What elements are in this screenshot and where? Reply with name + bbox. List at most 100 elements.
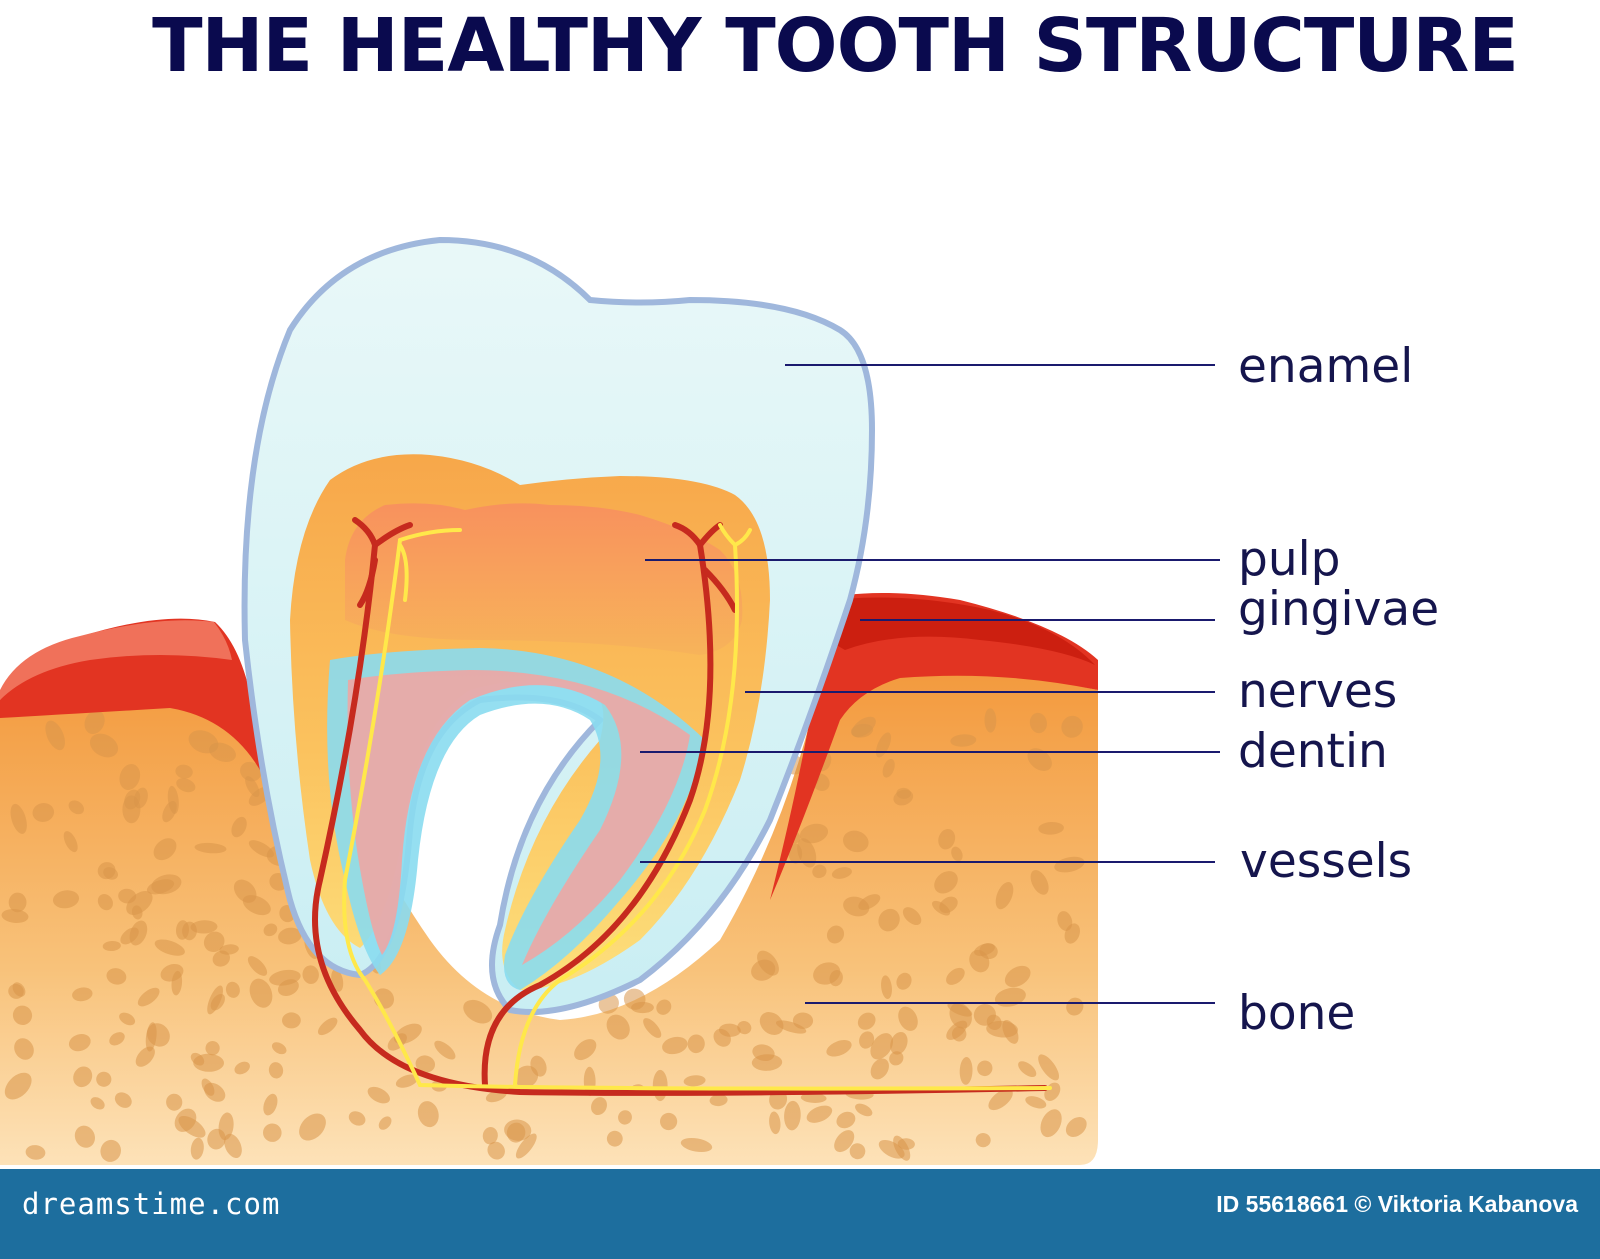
diagram-title: THE HEALTHY TOOTH STRUCTURE bbox=[152, 3, 1519, 89]
bone-pore bbox=[826, 1040, 852, 1057]
bone-pore bbox=[890, 1031, 908, 1055]
bone-pore bbox=[167, 785, 179, 814]
bone-pore bbox=[263, 1123, 282, 1142]
bone-pore bbox=[126, 891, 153, 915]
bone-pore bbox=[205, 1041, 220, 1056]
bone-pore bbox=[434, 1040, 456, 1060]
label-enamel: enamel bbox=[1238, 339, 1414, 394]
bone-pore bbox=[1029, 712, 1047, 734]
bone-pore bbox=[950, 734, 977, 747]
bone-pore bbox=[12, 982, 26, 997]
bone-pore bbox=[154, 939, 185, 956]
bone-pore bbox=[759, 1012, 784, 1035]
bone-pore bbox=[986, 1020, 1018, 1038]
bone-pore bbox=[870, 1033, 894, 1060]
bone-pore bbox=[90, 1097, 105, 1110]
bone-pore bbox=[1054, 856, 1085, 873]
bone-pore bbox=[530, 1055, 547, 1077]
bone-pore bbox=[515, 1133, 537, 1159]
bone-pore bbox=[68, 1033, 91, 1052]
bone-pore bbox=[659, 1112, 678, 1131]
bone-pore bbox=[806, 1105, 833, 1123]
bone-pore bbox=[463, 999, 493, 1024]
bone-pore bbox=[709, 1094, 728, 1107]
bone-pore bbox=[1027, 748, 1052, 771]
bone-pore bbox=[855, 1103, 873, 1117]
bone-pore bbox=[146, 1023, 170, 1047]
bone-pore bbox=[687, 1034, 705, 1054]
bone-pore bbox=[1, 909, 29, 923]
bone-pore bbox=[194, 842, 227, 854]
bone-pore bbox=[97, 862, 116, 880]
bone-pore bbox=[662, 1036, 688, 1055]
bone-pore bbox=[799, 823, 829, 844]
bone-pore bbox=[932, 900, 951, 916]
bone-pore bbox=[240, 761, 262, 782]
bone-pore bbox=[204, 1082, 226, 1102]
bone-pore bbox=[514, 1065, 539, 1088]
bone-pore bbox=[836, 1111, 856, 1129]
bone-pore bbox=[1064, 923, 1081, 944]
bone-pore bbox=[245, 776, 260, 798]
bone-pore bbox=[299, 1113, 326, 1141]
bone-pore bbox=[881, 975, 892, 1000]
bone-pore bbox=[25, 1145, 46, 1160]
bone-pore bbox=[792, 1012, 814, 1029]
bone-pore bbox=[109, 1032, 125, 1046]
bone-pore bbox=[870, 1058, 889, 1080]
bone-pore bbox=[623, 988, 646, 1010]
bone-pore bbox=[89, 733, 119, 758]
bone-pore bbox=[851, 716, 876, 738]
bone-pore bbox=[263, 1093, 278, 1116]
bone-pore bbox=[171, 970, 183, 996]
bone-pore bbox=[331, 969, 344, 992]
bone-pore bbox=[52, 890, 80, 909]
bone-pore bbox=[4, 1072, 32, 1100]
bone-pore bbox=[606, 1130, 623, 1147]
bone-pore bbox=[946, 1020, 968, 1040]
bone-pore bbox=[271, 1042, 287, 1055]
bone-pore bbox=[878, 908, 900, 932]
bone-pore bbox=[737, 1021, 752, 1035]
bone-pore bbox=[63, 831, 78, 853]
bone-pore bbox=[834, 1130, 855, 1153]
bone-pore bbox=[487, 1141, 505, 1160]
bone-pore bbox=[938, 828, 956, 850]
bone-pore bbox=[988, 1088, 1013, 1111]
bone-pore bbox=[812, 864, 827, 879]
footer-credit: ID 55618661 © Viktoria Kabanova bbox=[1216, 1191, 1578, 1217]
bone-pore bbox=[203, 931, 225, 953]
bone-pore bbox=[775, 1020, 807, 1034]
bone-pore bbox=[417, 1101, 439, 1128]
bone-pore bbox=[178, 1115, 206, 1138]
bone-pore bbox=[247, 956, 268, 976]
leader-lines bbox=[640, 364, 1220, 1004]
bone-pore bbox=[317, 1017, 338, 1036]
bone-pore bbox=[994, 987, 1026, 1007]
bone-pore bbox=[68, 800, 84, 815]
bone-pore bbox=[32, 803, 55, 822]
bone-pore bbox=[889, 1051, 904, 1066]
bone-pore bbox=[800, 1092, 827, 1103]
bone-pore bbox=[269, 969, 301, 986]
bone-pore bbox=[14, 1038, 34, 1060]
bone-pore bbox=[166, 1093, 183, 1111]
bone-pore bbox=[102, 940, 121, 952]
bone-pore bbox=[969, 949, 990, 973]
bone-pore bbox=[10, 803, 27, 834]
label-vessels: vessels bbox=[1240, 834, 1413, 889]
bone-pore bbox=[119, 1012, 136, 1026]
bone-pore bbox=[119, 764, 141, 790]
footer-brand: dreamstime.com bbox=[22, 1187, 281, 1221]
bone-pore bbox=[278, 927, 302, 945]
bone-pore bbox=[788, 843, 803, 864]
bone-pore bbox=[680, 1137, 713, 1153]
label-bone: bone bbox=[1238, 986, 1356, 1041]
bone-pore bbox=[898, 1006, 918, 1031]
bone-pore bbox=[302, 965, 319, 984]
bone-pore bbox=[1030, 870, 1049, 895]
bone-pore bbox=[415, 1055, 436, 1073]
pulp bbox=[345, 503, 743, 655]
bone-pore bbox=[946, 967, 965, 985]
bone-pore bbox=[719, 1023, 741, 1037]
